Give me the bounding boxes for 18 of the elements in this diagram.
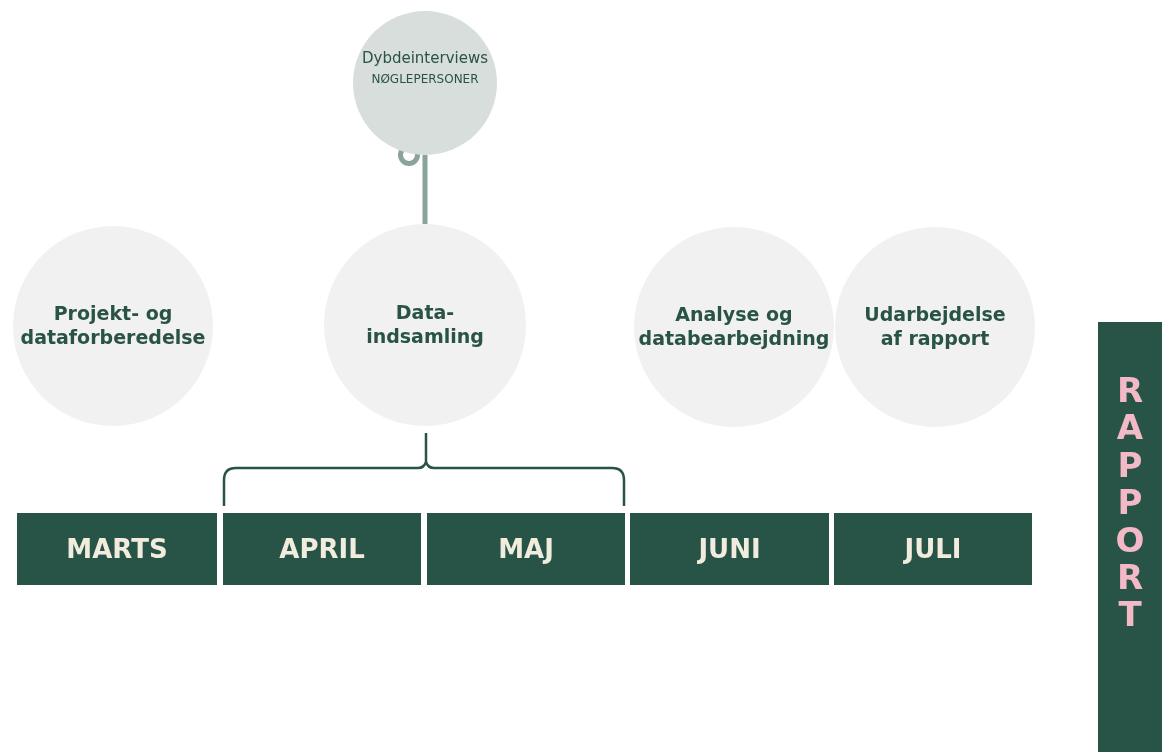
label-text: Analyse og databearbejdning bbox=[638, 303, 830, 351]
month-bar bbox=[17, 513, 217, 585]
label-text: JUNI bbox=[698, 534, 761, 564]
label-text: Dybdeinterviews bbox=[362, 49, 488, 68]
month-bar bbox=[834, 513, 1032, 585]
label-text: APRIL bbox=[279, 534, 365, 564]
label-text: Data- indsamling bbox=[365, 301, 485, 349]
report-bar bbox=[1098, 322, 1162, 752]
label-text: MARTS bbox=[66, 534, 168, 564]
label-text: Udarbejdelse af rapport bbox=[863, 303, 1007, 351]
vertical-label: RAPPORT bbox=[1114, 372, 1146, 634]
label-text: Projekt- og dataforberedelse bbox=[20, 302, 206, 350]
label-text: JULI bbox=[904, 534, 962, 564]
month-bar bbox=[630, 513, 829, 585]
month-bar bbox=[427, 513, 625, 585]
label-text: MAJ bbox=[498, 534, 554, 564]
subtitle-text: NØGLEPERSONER bbox=[371, 71, 479, 87]
month-bar bbox=[223, 513, 421, 585]
